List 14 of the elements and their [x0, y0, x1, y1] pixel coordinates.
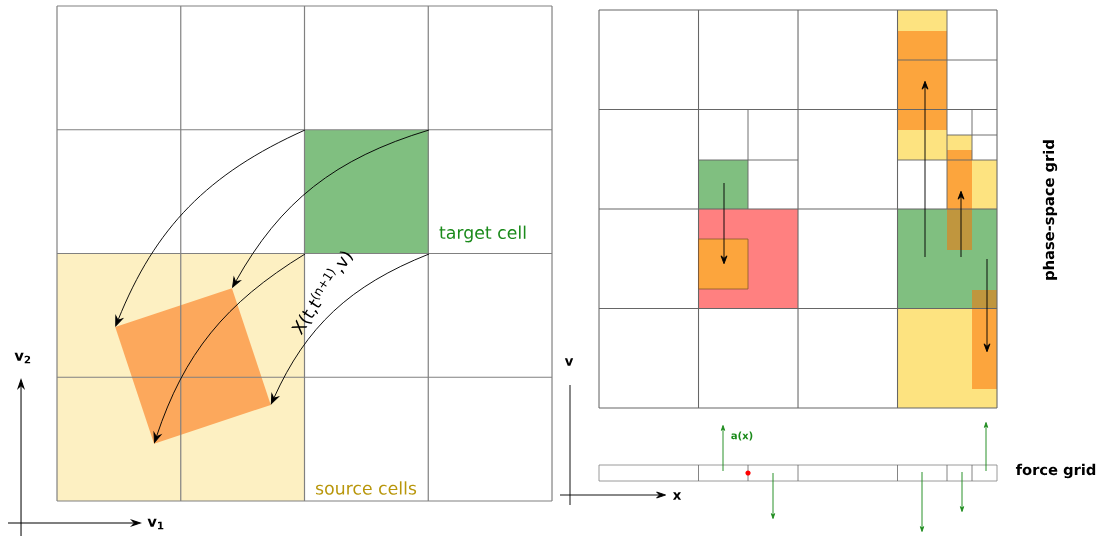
curved-arrow: [270, 253, 430, 405]
curved-arrow: [115, 129, 306, 327]
axis-label: x: [672, 492, 682, 500]
axis-label: v: [564, 358, 574, 366]
node-label: source cells: [315, 481, 417, 495]
grid-title: force grid: [1015, 463, 1096, 479]
curved-arrow: [153, 253, 306, 443]
node-label: target cell: [439, 225, 526, 243]
mapped-cell-quad: [115, 288, 271, 444]
force-label: a(x): [731, 431, 753, 441]
curved-arrow: [232, 129, 430, 288]
grid-title: phase-space grid: [1042, 140, 1058, 280]
axis-label: v$_{1}$: [147, 518, 164, 530]
axis-label: v$_{2}$: [14, 352, 31, 364]
